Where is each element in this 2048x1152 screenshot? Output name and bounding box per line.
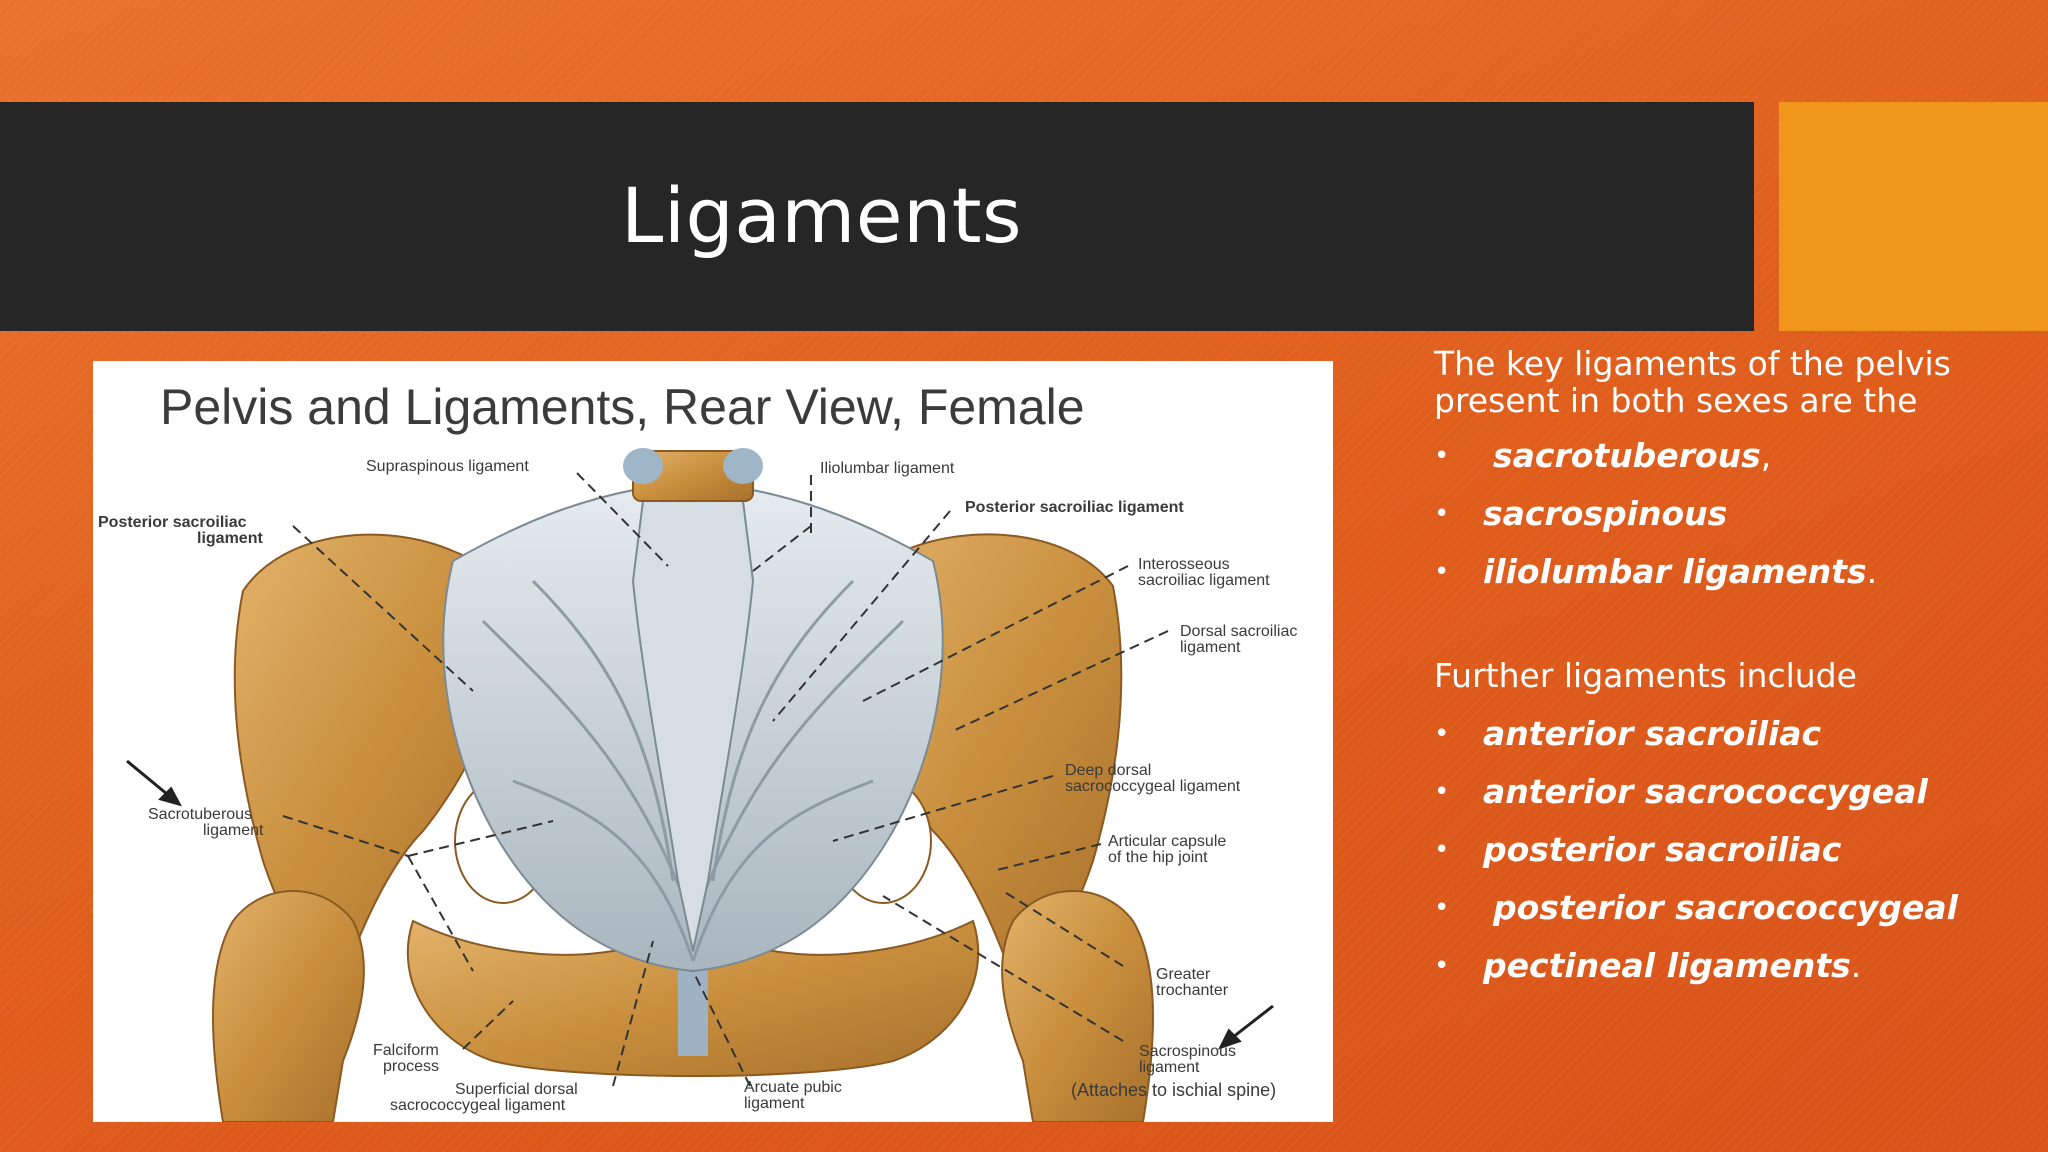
left-ilium (233, 533, 507, 983)
left-femur (212, 890, 365, 1122)
list-item: • anterior sacroiliac (1434, 705, 2034, 763)
list-item: • posterior sacrococcygeal (1434, 879, 2034, 937)
key-ligament-label: sacrospinous (1483, 494, 1728, 533)
label-supraspinous: Supraspinous ligament (366, 458, 529, 475)
further-ligament-label: anterior sacroiliac (1483, 714, 1822, 753)
label-falciform-1: Falciform (373, 1042, 439, 1059)
further-ligament-tail: . (1850, 946, 1862, 985)
label-attaches: (Attaches to ischial spine) (1071, 1080, 1276, 1100)
bullet-icon: • (1434, 951, 1450, 981)
further-intro-text: Further ligaments include (1434, 656, 1857, 695)
further-ligament-label: anterior sacrococcygeal (1483, 772, 1928, 811)
label-sacrotuberous-2: ligament (203, 822, 264, 839)
title-bar (0, 102, 1754, 331)
label-superficial-1: Superficial dorsal (455, 1081, 578, 1098)
arrow-right-icon (1218, 1028, 1242, 1050)
label-post-sacroiliac-right: Posterior sacroiliac ligament (965, 499, 1184, 516)
further-ligament-label: pectineal ligaments (1483, 946, 1851, 985)
label-interosseous-2: sacroiliac ligament (1138, 572, 1270, 589)
right-femur (1001, 890, 1154, 1122)
leader-lines (282, 472, 1169, 1087)
bullet-icon: • (1434, 835, 1450, 865)
vertebra-facet-right (723, 448, 763, 484)
list-item: • posterior sacroiliac (1434, 821, 2034, 879)
further-ligament-label: posterior sacroiliac (1483, 830, 1842, 869)
label-superficial-2: sacrococcygeal ligament (390, 1097, 566, 1114)
label-sacrotuberous-1: Sacrotuberous (148, 806, 252, 823)
arrow-left-icon (158, 786, 182, 807)
label-deep-dorsal-1: Deep dorsal (1065, 762, 1151, 779)
key-ligament-label: iliolumbar ligaments (1483, 552, 1867, 591)
bullet-icon: • (1434, 499, 1450, 529)
list-item: • sacrotuberous, (1434, 427, 2034, 485)
label-sacrospinous-1: Sacrospinous (1139, 1043, 1236, 1060)
label-arcuate-1: Arcuate pubic (744, 1079, 842, 1096)
further-ligaments-list: • anterior sacroiliac • anterior sacrococc… (1434, 705, 2034, 995)
label-greater-2: trochanter (1156, 982, 1229, 999)
ligament-fibers (481, 579, 905, 962)
pelvis-ligaments-figure: Pelvis and Ligaments, Rear View, Female (93, 361, 1333, 1122)
bullet-icon: • (1434, 441, 1450, 471)
figure-title: Pelvis and Ligaments, Rear View, Female (160, 379, 1085, 435)
further-ligament-label: posterior sacrococcygeal (1493, 888, 1958, 927)
label-post-sacroiliac-left-2: ligament (197, 530, 263, 547)
label-falciform-2: process (383, 1058, 439, 1075)
bullet-icon: • (1434, 893, 1450, 923)
label-sacrospinous-2: ligament (1139, 1059, 1200, 1076)
key-ligament-tail: , (1760, 436, 1772, 475)
label-dorsal-sacroiliac-1: Dorsal sacroiliac (1180, 623, 1297, 640)
intro-text: The key ligaments of the pelvis present … (1434, 344, 1951, 420)
arrows (126, 759, 1274, 1050)
vertebra-facet-left (623, 448, 663, 484)
pelvis-illustration: Pelvis and Ligaments, Rear View, Female (98, 379, 1297, 1122)
label-interosseous-1: Interosseous (1138, 556, 1230, 573)
list-item: • sacrospinous (1434, 485, 2034, 543)
list-item: • pectineal ligaments. (1434, 937, 2034, 995)
key-ligament-tail: . (1866, 552, 1878, 591)
label-iliolumbar: Iliolumbar ligament (820, 460, 955, 477)
label-post-sacroiliac-left-1: Posterior sacroiliac (98, 514, 247, 531)
label-dorsal-sacroiliac-2: ligament (1180, 639, 1241, 656)
list-item: • iliolumbar ligaments. (1434, 543, 2034, 601)
bullet-icon: • (1434, 777, 1450, 807)
label-articular-2: of the hip joint (1108, 849, 1208, 866)
key-ligaments-list: • sacrotuberous, • sacrospinous • iliolumba… (1434, 427, 2034, 601)
label-articular-1: Articular capsule (1108, 833, 1226, 850)
slide-title: Ligaments (621, 171, 1023, 260)
content-panel: The key ligaments of the pelvis present … (1434, 345, 2034, 995)
bullet-icon: • (1434, 557, 1450, 587)
label-deep-dorsal-2: sacrococcygeal ligament (1065, 778, 1241, 795)
accent-box (1779, 102, 2048, 331)
label-greater-1: Greater (1156, 966, 1211, 983)
label-arcuate-2: ligament (744, 1095, 805, 1112)
bullet-icon: • (1434, 719, 1450, 749)
key-ligament-label: sacrotuberous (1493, 436, 1761, 475)
list-item: • anterior sacrococcygeal (1434, 763, 2034, 821)
